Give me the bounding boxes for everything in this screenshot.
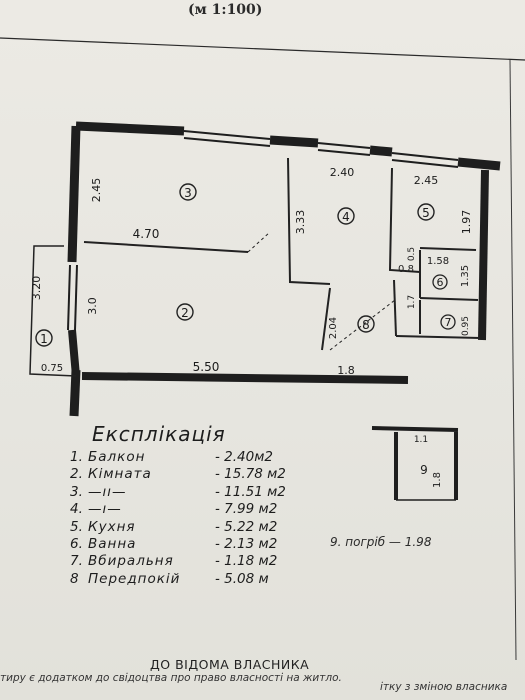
cellar-plan xyxy=(371,426,459,501)
explication-row: 7. Вбиральня - 1.18 м2 xyxy=(70,553,320,570)
dim-1-58: 1.58 xyxy=(427,256,449,267)
dim-1-8-cellar: 1.8 xyxy=(432,472,443,488)
row-area: - 2.40м2 xyxy=(215,449,273,465)
room-3-label: 3 xyxy=(184,186,192,200)
row-name: Кімната xyxy=(88,466,152,483)
row-area: - 1.18 м2 xyxy=(215,553,278,570)
room-2-label: 2 xyxy=(181,306,189,320)
row-number: 8 xyxy=(70,570,79,587)
row-name: —ı— xyxy=(88,501,122,518)
room-9-label: 9 xyxy=(420,463,428,477)
row-area: - 11.51 м2 xyxy=(215,483,286,500)
explication-row: 1. Балкон - 2.40м2 xyxy=(70,449,320,466)
row-number: 7. xyxy=(70,553,83,570)
dim-2-04: 2.04 xyxy=(328,317,339,339)
row-number: 3. xyxy=(70,483,83,500)
explication-row: 4. —ı— - 7.99 м2 xyxy=(70,501,320,518)
dim-2-40: 2.40 xyxy=(330,166,355,179)
row-number: 1. xyxy=(70,449,83,465)
scale-label: (м 1:100) xyxy=(188,2,263,18)
cellar-label: 9. погріб — 1.98 xyxy=(330,535,432,549)
dim-0-5: 0.5 xyxy=(407,247,417,261)
dim-1-97: 1.97 xyxy=(460,210,473,235)
row-name: Вбиральня xyxy=(88,553,174,570)
room-5-label: 5 xyxy=(422,206,430,220)
row-area: - 5.08 м xyxy=(215,570,269,587)
explication-row: 2. Кімната - 15.78 м2 xyxy=(70,466,320,483)
dim-3-0: 3.0 xyxy=(86,297,99,315)
dim-4-70: 4.70 xyxy=(133,227,160,241)
dimension-labels: 2.45 4.70 2.40 2.45 3.33 1.97 3.20 3.0 0… xyxy=(30,166,473,488)
floor-plan: 3 4 5 2 1 8 6 7 9 2.45 4.70 2.40 2.45 3.… xyxy=(0,37,525,660)
dim-0-75: 0.75 xyxy=(41,363,63,374)
dim-1-8: 1.8 xyxy=(337,364,355,377)
row-name: Кухня xyxy=(88,518,136,535)
room-4-label: 4 xyxy=(342,210,350,224)
dim-1-35: 1.35 xyxy=(460,265,471,287)
row-number: 2. xyxy=(70,466,83,483)
room-6-label: 6 xyxy=(437,276,444,289)
row-area: - 7.99 м2 xyxy=(215,501,278,518)
explication-row: 3. —ıı— - 11.51 м2 xyxy=(70,484,320,501)
row-name: Балкон xyxy=(88,449,146,465)
row-number: 5. xyxy=(70,518,83,535)
row-number: 4. xyxy=(70,501,83,518)
footer-title: ДО ВІДОМА ВЛАСНИКА xyxy=(150,657,310,672)
row-name: Ванна xyxy=(88,535,137,552)
dim-1-1: 1.1 xyxy=(414,435,428,445)
footer-line-2: ітку з зміною власника xyxy=(380,681,508,693)
frame-top-line xyxy=(0,37,525,61)
dim-1-7: 1.7 xyxy=(407,295,417,309)
explication-row: 8 Передпокій - 5.08 м xyxy=(70,571,320,588)
room-1-label: 1 xyxy=(40,332,48,346)
outer-walls xyxy=(67,121,501,417)
row-number: 6. xyxy=(70,535,83,552)
footer-line-1: тиру є додатком до свідоцтва про право в… xyxy=(0,672,342,684)
row-name: —ıı— xyxy=(88,483,127,500)
room-8-label: 8 xyxy=(362,318,370,332)
row-name: Передпокій xyxy=(88,570,181,587)
room-7-label: 7 xyxy=(445,316,452,329)
balcony-outline xyxy=(29,245,77,377)
interior-walls xyxy=(83,157,481,351)
row-area: - 15.78 м2 xyxy=(215,466,286,483)
dim-0-8: 0.8 xyxy=(398,264,414,275)
dim-3-20: 3.20 xyxy=(30,276,43,301)
explication-title: Експлікація xyxy=(92,422,226,446)
explication-row: 6. Ванна - 2.13 м2 xyxy=(70,536,320,553)
explication-list: 1. Балкон - 2.40м2 2. Кімната - 15.78 м2… xyxy=(70,449,320,588)
dim-2-45-top: 2.45 xyxy=(414,174,439,187)
frame-right-line xyxy=(509,59,517,660)
room-markers: 3 4 5 2 1 8 6 7 9 xyxy=(35,183,456,477)
dim-2-45-left: 2.45 xyxy=(90,178,103,203)
dim-5-50: 5.50 xyxy=(193,360,220,374)
row-area: - 5.22 м2 xyxy=(215,518,278,535)
dim-3-33: 3.33 xyxy=(294,210,307,235)
dim-0-95: 0.95 xyxy=(461,316,471,336)
row-area: - 2.13 м2 xyxy=(215,535,278,552)
explication-row: 5. Кухня - 5.22 м2 xyxy=(70,519,320,536)
